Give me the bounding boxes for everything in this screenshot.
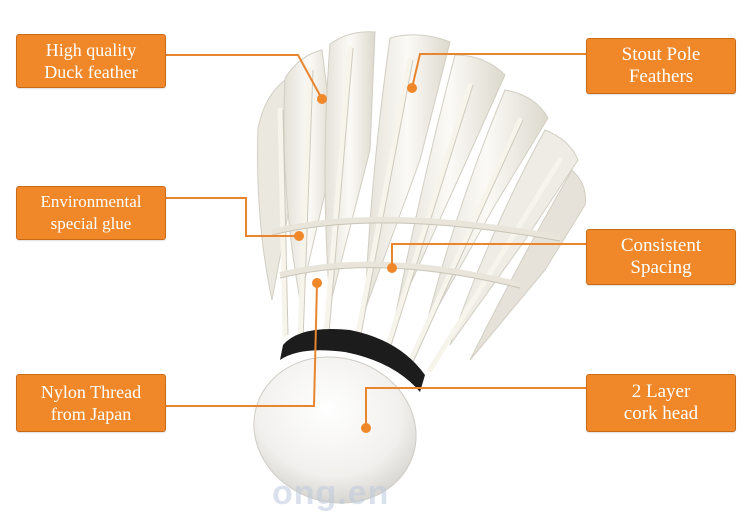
- feather-vane: [394, 54, 506, 319]
- feather-shaft: [352, 57, 413, 353]
- feather-shaft-edge: [412, 119, 524, 363]
- leader-line-duck-feather: [166, 54, 323, 100]
- thread-ring-upper-edge: [271, 222, 561, 242]
- feather-shaft-edge: [302, 69, 314, 341]
- feather-shaft: [407, 117, 523, 365]
- callout-stout-pole: Stout Pole Feathers: [586, 38, 736, 94]
- leader-dot: [317, 94, 327, 104]
- leader-line-spacing: [391, 243, 586, 268]
- feather-shaft: [322, 45, 353, 348]
- feather-shaft: [427, 157, 563, 373]
- leader-dot: [361, 423, 371, 433]
- leader-dot: [312, 278, 322, 288]
- callout-cork-head: 2 Layer cork head: [586, 374, 736, 432]
- cork-head: [253, 356, 417, 504]
- callout-spacing-line1: Consistent: [620, 235, 702, 256]
- feather-vane: [469, 169, 586, 361]
- leader-line-stout-pole: [411, 53, 586, 89]
- thread-ring-upper: [271, 216, 561, 241]
- feather-shaft-edge: [357, 59, 414, 351]
- callout-glue: Environmental special glue: [16, 186, 166, 240]
- leader-dot: [407, 83, 417, 93]
- callout-cork-line1: 2 Layer: [631, 381, 691, 402]
- callout-duck-feather-line1: High quality: [45, 40, 137, 60]
- callout-glue-line2: special glue: [50, 214, 132, 233]
- leader-line-nylon: [166, 282, 318, 407]
- callout-cork-line2: cork head: [623, 403, 699, 424]
- watermark: ong.en: [272, 474, 390, 512]
- callout-glue-line1: Environmental: [40, 192, 142, 211]
- leader-lines: [166, 53, 586, 428]
- feather-shaft: [297, 67, 313, 343]
- leader-dot: [294, 231, 304, 241]
- feather-shaft-edge: [327, 47, 354, 346]
- callout-spacing: Consistent Spacing: [586, 229, 736, 285]
- leader-dot: [387, 263, 397, 273]
- callout-nylon-thread: Nylon Thread from Japan: [16, 374, 166, 432]
- leader-line-glue: [166, 197, 299, 237]
- feather-shaft: [277, 107, 288, 338]
- leader-line-cork: [365, 387, 586, 428]
- callout-stout-pole-line1: Stout Pole: [621, 44, 701, 65]
- leader-dots: [294, 83, 417, 433]
- callout-duck-feather-line2: Duck feather: [44, 62, 138, 82]
- callout-spacing-line2: Spacing: [630, 257, 692, 278]
- feather-vane: [364, 34, 451, 311]
- callout-duck-feather: High quality Duck feather: [16, 34, 166, 88]
- callout-stout-pole-line2: Feathers: [628, 66, 694, 87]
- callout-nylon-line1: Nylon Thread: [40, 382, 142, 402]
- feather-shaft-edge: [282, 109, 289, 336]
- callout-nylon-line2: from Japan: [50, 404, 132, 424]
